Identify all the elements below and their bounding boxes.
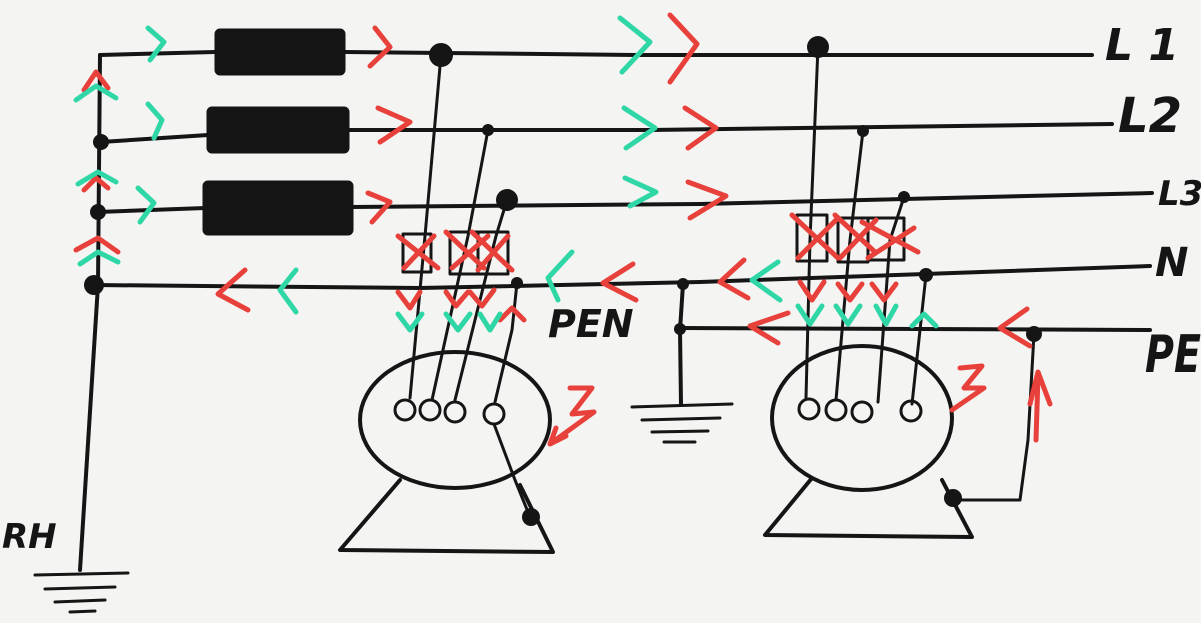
fuse-l2 [206, 106, 350, 154]
label-l1: L 1 [1105, 20, 1179, 71]
teal-flow-arrows [73, 15, 939, 333]
fuse-l1 [214, 28, 346, 76]
ground-label: RH [2, 517, 57, 557]
fuse-l3 [202, 180, 354, 236]
label-l2: L2 [1118, 88, 1182, 144]
label-pe: PE [1145, 325, 1201, 385]
label-n: N [1155, 240, 1188, 286]
source-ground-symbol [33, 571, 130, 614]
label-pen: PEN [548, 302, 634, 346]
source-bus [78, 53, 109, 572]
pen-earth-connection [630, 278, 734, 444]
label-l3: L3 [1158, 174, 1201, 214]
motor-left [338, 43, 555, 554]
motor-right [763, 36, 1042, 539]
red-flow-arrows [73, 12, 1053, 447]
